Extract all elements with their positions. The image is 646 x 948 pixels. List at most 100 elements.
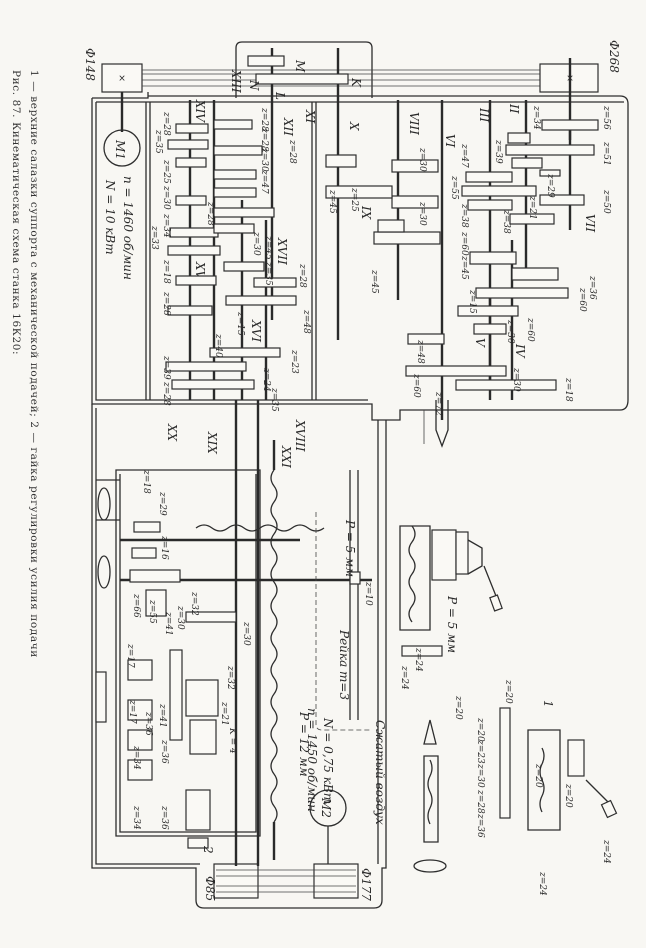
- motor-m2: M2 N = 0,75 кВт n = 1450 об/мин: [305, 708, 347, 864]
- gear-tooth-label: z=51: [601, 141, 611, 166]
- gear-tooth-label: z=30: [417, 147, 427, 172]
- tailstock: [413, 719, 447, 873]
- gear-tooth-label: z=24: [601, 839, 611, 864]
- gear-tooth-label: z=47: [459, 143, 469, 168]
- m1-power: N = 10 кВт: [103, 179, 117, 255]
- gear-tooth-label: z=45: [459, 255, 469, 280]
- shaft-IV: IV: [513, 343, 527, 359]
- rack-label: Рейка m=3: [337, 629, 351, 700]
- gear-tooth-label: z=28: [259, 127, 269, 152]
- gear-tooth-label: z=55: [147, 599, 157, 624]
- shaft-XVII: XVII: [275, 237, 289, 265]
- gear-tooth-label: z=28: [259, 107, 269, 132]
- main-belt-drive: × × Ф148 Ф268: [83, 40, 621, 140]
- shaft-XIV: XIV: [193, 99, 207, 123]
- gear-tooth-label: z=60: [411, 373, 421, 398]
- gear-tooth-label: z=17: [125, 643, 135, 668]
- gear-tooth-label: z=28: [161, 291, 171, 316]
- gear-tooth-label: z=24: [261, 367, 271, 392]
- shaft-II: II: [507, 103, 521, 114]
- lead-screw-pitch: P = 12 мм: [297, 711, 311, 777]
- gear-tooth-label: z=24: [413, 647, 423, 672]
- cross-screw-pitch: P = 5 мм: [445, 595, 459, 653]
- handwheel[interactable]: [95, 671, 107, 723]
- gear-tooth-label: z=45: [327, 189, 337, 214]
- m2-large-pulley-label: Ф177: [359, 868, 373, 901]
- gear-tooth-label: z=28: [161, 381, 171, 406]
- gear-tooth-label: z=36: [143, 711, 153, 736]
- lead-screw-and-feed-shaft: P = 12 мм: [234, 400, 311, 866]
- gear-tooth-label: z=55: [449, 175, 459, 200]
- shaft-V: V: [473, 338, 487, 348]
- m2-small-pulley: [213, 863, 259, 899]
- gear-tooth-label: z=47: [259, 169, 269, 194]
- gear-tooth-label: z=17: [127, 699, 137, 724]
- gear-tooth-label: z=50: [601, 189, 611, 214]
- gear-tooth-label: z=15: [235, 311, 245, 336]
- gear-tooth-label: z=30: [511, 367, 521, 392]
- motor-m1: M1 N = 10 кВт n = 1460 об/мин: [103, 129, 141, 280]
- carriage-labels: z=18 z=29 z=16 z=66 z=55 z=32 z=30 z=41 …: [125, 469, 423, 830]
- gear-tooth-label: K: [349, 77, 363, 88]
- feedbox-gears: [165, 119, 297, 390]
- gear-tooth-label: z=34: [131, 805, 141, 830]
- shaft-XI: XI: [303, 109, 317, 124]
- m2-speed: n = 1450 об/мин: [305, 708, 319, 812]
- gear-tooth-label: z=72: [433, 391, 443, 416]
- apron-frame: [91, 404, 387, 909]
- callout-top-slide: 1: [541, 700, 555, 708]
- gear-tooth-label: z=25: [349, 187, 359, 212]
- headstock-shafts: [188, 48, 572, 420]
- shaft-X: X: [347, 121, 361, 131]
- gear-tooth-label: z=35: [269, 387, 279, 412]
- gear-tooth-label: z=39: [161, 355, 171, 380]
- m2-belt-drive: Ф85 Ф177: [203, 863, 373, 901]
- m1-pulley-label: Ф148: [83, 48, 97, 81]
- gear-tooth-label: z=56: [601, 105, 611, 130]
- gear-tooth-label: z=24: [537, 871, 547, 896]
- shaft-XII: XII: [281, 117, 295, 136]
- gear-tooth-label: z=35: [153, 129, 163, 154]
- misc-letters: M N L K: [247, 59, 363, 100]
- headstock-gears: [247, 55, 599, 391]
- gear-tooth-label: z=38: [501, 209, 511, 234]
- shaft-VIII: VIII: [407, 112, 421, 135]
- gear-tooth-label: z=60: [525, 317, 535, 342]
- gear-tooth-label: z=23: [475, 739, 485, 764]
- rack: Рейка m=3 z=10 Сжатый воздух: [315, 470, 387, 825]
- gear-tooth-label: z=30: [175, 605, 185, 630]
- gear-tooth-label: z=48: [301, 309, 311, 334]
- gear-tooth-label: z=23: [289, 349, 299, 374]
- headstock-frame: [91, 41, 629, 421]
- gear-tooth-label: z=32: [225, 665, 235, 690]
- gear-tooth-label: z=30: [251, 231, 261, 256]
- gear-tooth-label: z=45: [263, 235, 273, 260]
- shaft-XXI: XXI: [279, 445, 293, 468]
- gear-tooth-label: K = 4: [227, 727, 237, 754]
- apron-mechanism: 2: [95, 479, 372, 854]
- gear-tooth-label: z=18: [141, 469, 151, 494]
- m2-power: N = 0,75 кВт: [321, 717, 335, 804]
- callout-feed-nut: 2: [201, 845, 215, 854]
- gear-tooth-label: z=18: [563, 377, 573, 402]
- gear-tooth-label: z=48: [415, 339, 425, 364]
- gear-tooth-label: z=28: [161, 111, 171, 136]
- gear-tooth-label: z=28: [475, 789, 485, 814]
- gear-tooth-label: z=20: [503, 679, 513, 704]
- gear-tooth-label: z=30: [259, 147, 269, 172]
- gear-tooth-label: z=30: [241, 621, 251, 646]
- spindle-center: [423, 400, 449, 448]
- shaft-labels: I II III IV V VI VII VIII IX X XI XII XI…: [165, 69, 597, 468]
- headstock-labels: z=56 z=51 z=50 z=34 z=39 z=29 z=21 z=38 …: [327, 105, 611, 416]
- gear-tooth-label: z=20: [475, 717, 485, 742]
- compressed-air-label: Сжатый воздух: [373, 720, 387, 825]
- top-screw-pitch: P = 5 мм: [343, 519, 357, 577]
- gear-tooth-label: L: [273, 91, 287, 100]
- m1-speed: n = 1460 об/мин: [121, 176, 135, 280]
- gear-tooth-label: z=36: [587, 275, 597, 300]
- gear-tooth-label: N: [247, 79, 261, 91]
- gear-tooth-label: z=36: [475, 813, 485, 838]
- gear-tooth-label: ×: [118, 74, 126, 84]
- gear-tooth-label: z=38: [459, 203, 469, 228]
